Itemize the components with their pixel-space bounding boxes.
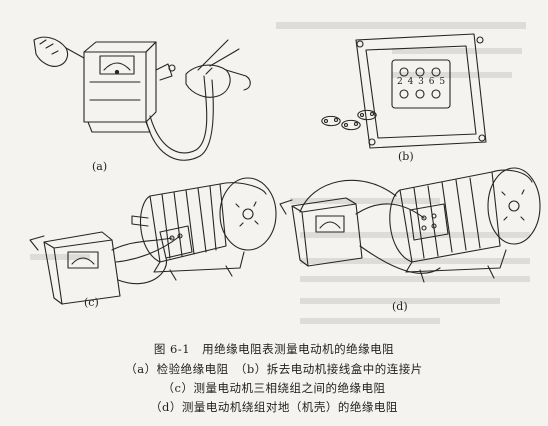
- terminal-box-label: 2 4 3 6 5: [397, 77, 447, 87]
- panel-label-c: (c): [84, 296, 99, 309]
- panel-d-drawing: [279, 167, 541, 283]
- panel-a-drawing: [33, 36, 251, 161]
- loose-connection-links: [321, 109, 377, 131]
- panel-label-b: (b): [398, 150, 414, 163]
- motor-insulation-figure: [29, 33, 541, 305]
- panel-label-d: (d): [392, 300, 408, 313]
- panel-c-drawing: [29, 177, 277, 305]
- caption-line-c: （c）测量电动机三相绕组之间的绝缘电阻: [162, 381, 386, 395]
- caption-line-ab: （a）检验绝缘电阻 （b）拆去电动机接线盒中的连接片: [125, 362, 423, 376]
- caption-line-d: （d）测量电动机绕组对地（机壳）的绝缘电阻: [150, 400, 398, 414]
- panel-label-a: (a): [92, 160, 108, 173]
- figure-caption-title: 图 6-1 用绝缘电阻表测量电动机的绝缘电阻: [153, 342, 395, 356]
- panel-b-drawing: [321, 33, 487, 149]
